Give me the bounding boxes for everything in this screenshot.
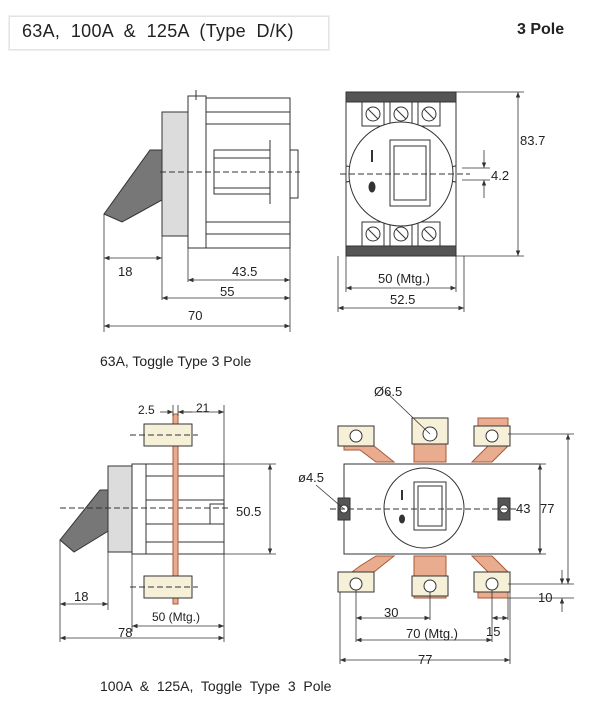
- header-title: 63A, 100A & 125A (Type D/K): [22, 21, 294, 41]
- dim-body-depth: 43.5: [232, 264, 257, 279]
- bottom-front-view: [330, 417, 541, 599]
- header-box: [9, 16, 329, 50]
- dim-body-height: 43: [516, 501, 530, 516]
- dim-overall-height: 77: [540, 501, 554, 516]
- bottom-side-view: [59, 413, 230, 605]
- dim-slot: 4.2: [491, 168, 509, 183]
- dim-mtg: 50 (Mtg.): [378, 271, 430, 286]
- top-caption: 63A, Toggle Type 3 Pole: [100, 353, 252, 369]
- dim-overall-depth-bottom: 78: [118, 625, 132, 640]
- dim-edge: 15: [486, 624, 500, 639]
- bottom-caption: 100A & 125A, Toggle Type 3 Pole: [100, 678, 332, 694]
- dim-mount-hole: ø4.5: [298, 470, 324, 485]
- dim-toggle-offset-bottom: 18: [74, 589, 88, 604]
- dim-width: 52.5: [390, 292, 415, 307]
- dim-base-depth: 55: [220, 284, 234, 299]
- dim-terminal-thickness: 2.5: [138, 403, 155, 417]
- dim-terminal-hole: Ø6.5: [374, 384, 402, 399]
- toggle-lever: [103, 149, 163, 223]
- dim-overall-depth: 70: [188, 308, 202, 323]
- dim-terminal-offset: 21: [196, 401, 210, 415]
- dim-terminal-drop: 10: [538, 590, 552, 605]
- toggle-lever-bottom: [59, 489, 111, 553]
- dim-side-height: 50.5: [236, 504, 261, 519]
- dim-toggle-offset: 18: [118, 264, 132, 279]
- front-block: [161, 111, 189, 237]
- top-side-view: [103, 90, 300, 249]
- dim-overall-width: 77: [418, 652, 432, 667]
- dim-height: 83.7: [520, 133, 545, 148]
- dim-front-mtg: 70 (Mtg.): [406, 626, 458, 641]
- top-front-view: [340, 91, 470, 257]
- dim-pitch: 30: [384, 605, 398, 620]
- pole-count-label: 3 Pole: [517, 21, 565, 38]
- dim-mtg-side: 50 (Mtg.): [152, 610, 200, 624]
